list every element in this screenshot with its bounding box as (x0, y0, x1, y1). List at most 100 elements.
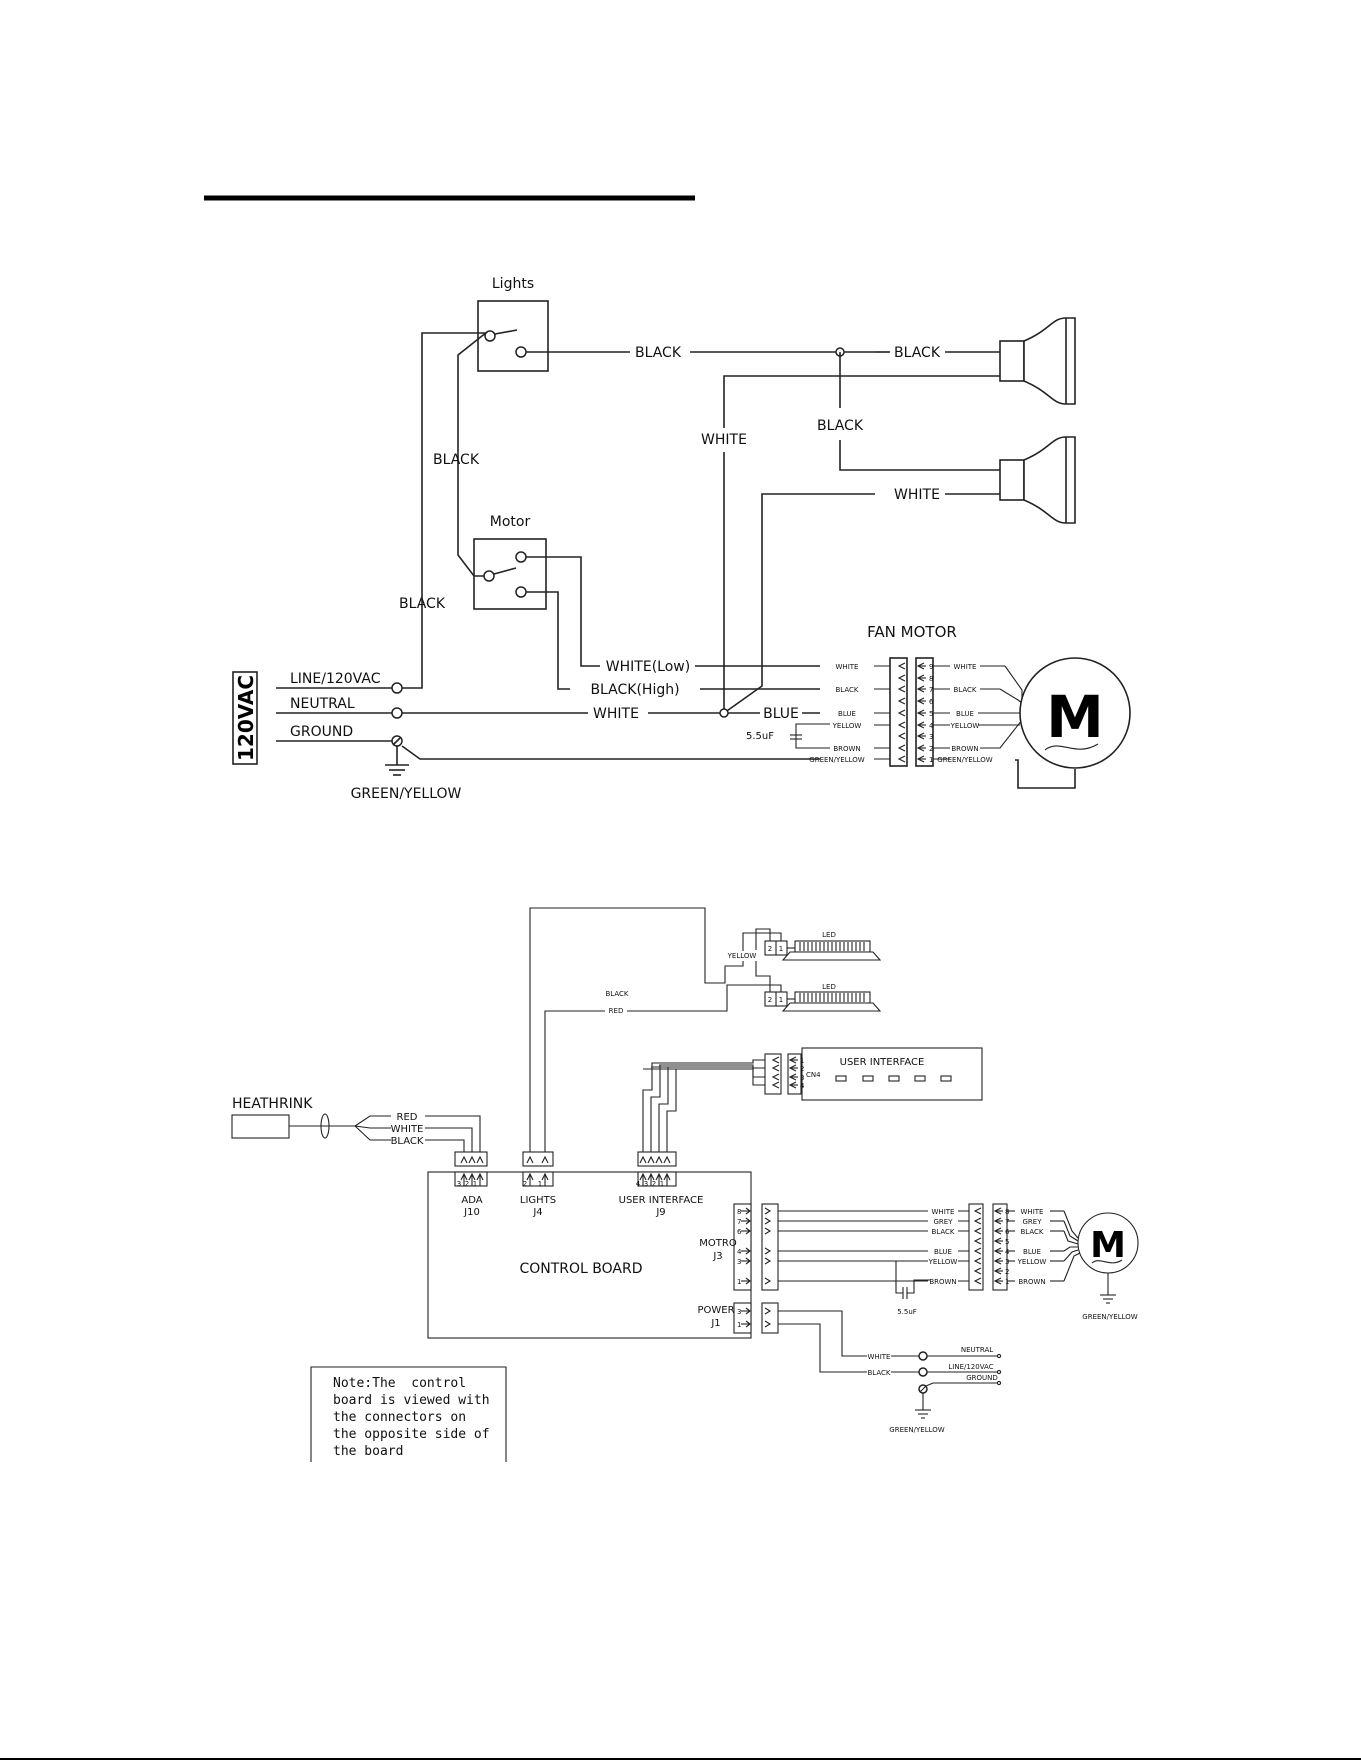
white-lamp2-label: WHITE (894, 487, 940, 503)
bm-left-wire-label: GREY (934, 1218, 954, 1226)
fan-pin-number: 8 (929, 675, 933, 683)
fan-pin-number: 5 (929, 710, 933, 718)
fan-pin-number: 3 (929, 733, 933, 741)
j3-pin-number: 3 (737, 1258, 741, 1266)
user-interface-box (801, 1047, 983, 1101)
j3-pin-arrow (745, 1217, 751, 1225)
bm-lead-3 (1063, 1230, 1079, 1245)
bm-lead-5 (1063, 1249, 1079, 1262)
bm-left-label-bg (928, 1246, 958, 1255)
neutral-junction (719, 708, 729, 718)
lights-switch-blade (494, 329, 518, 335)
led-bottom-label: LED (822, 983, 836, 991)
black-drop-wire-b (839, 440, 1000, 471)
fan-motor-plug-right (915, 657, 934, 767)
power-ground-wire-label: GREEN/YELLOW (889, 1426, 944, 1434)
fan-pin-number: 6 (929, 698, 934, 706)
note-line-5: the board (333, 1444, 403, 1459)
j1-pin-number: 3 (737, 1308, 741, 1316)
cn4-left-chevron (771, 1073, 780, 1081)
fan-right-wire-label: WHITE (954, 663, 977, 671)
bm-left-label-bg (928, 1206, 958, 1215)
motor-switch-high-terminal (515, 586, 527, 598)
ui-j9-plug (637, 1151, 677, 1167)
power-neutral-end (996, 1353, 1002, 1359)
line-terminal (391, 682, 403, 694)
bottom-wiring-diagram: 2 1 LED 2 1 LED YELLOW BLACK RED (231, 907, 1139, 1462)
note-line-1: Note:The control (333, 1376, 466, 1391)
fan-left-pin-chevron (897, 674, 906, 682)
j1-plug-chevron (764, 1307, 772, 1315)
bm-left-chevron (973, 1227, 982, 1235)
fan-left-label-bg (820, 684, 874, 693)
bottom-capacitor-label: 5.5uF (897, 1308, 917, 1316)
power-ground-end (996, 1380, 1002, 1386)
bm-lead-4 (1063, 1246, 1078, 1252)
lights-switch-output-terminal (515, 346, 527, 358)
fan-left-label-bg (820, 743, 874, 752)
bottom-motor-wave-icon (1091, 1259, 1123, 1264)
fan-right-wire-label: YELLOW (950, 722, 980, 730)
bm-right-wire-label: BLUE (1023, 1248, 1041, 1256)
white-lamp1-wire-a (723, 375, 1000, 428)
bm-pin-number: 3 (1005, 1258, 1009, 1266)
j1-pin-number: 1 (737, 1321, 741, 1329)
ada-j10-pin-chevron (468, 1155, 476, 1164)
power-neutral-label: NEUTRAL (961, 1346, 993, 1354)
power-white-label: WHITE (868, 1353, 891, 1361)
bottom-capacitor-icon (895, 1263, 930, 1299)
ui-wire-down (643, 1068, 677, 1152)
bm-left-label-bg (928, 1216, 958, 1225)
ui-j9-pin-number: 3 (644, 1180, 648, 1188)
bm-lead-2 (1063, 1220, 1079, 1242)
led-yellow-wire-b (755, 960, 771, 992)
bm-pin-number: 8 (1005, 1208, 1009, 1216)
j3-pin-number: 6 (737, 1228, 742, 1236)
ui-j9-pin-number: 1 (660, 1180, 664, 1188)
ui-wire-down (651, 1066, 669, 1152)
bm-left-label-bg (928, 1226, 958, 1235)
fan-capacitor-icon (790, 726, 802, 747)
fan-pin-number: 2 (929, 745, 933, 753)
fan-lead-white-bend (1004, 665, 1023, 700)
power-ground-icon (915, 1409, 931, 1419)
lights-switch-common-terminal (484, 330, 496, 342)
heathrink-wire-label: RED (397, 1112, 418, 1123)
ground-label: GROUND (290, 724, 353, 740)
note-line-4: the opposite side of (333, 1427, 490, 1442)
bm-left-wire-label: WHITE (932, 1208, 955, 1216)
bm-left-chevron (973, 1237, 982, 1245)
control-board-title: CONTROL BOARD (519, 1261, 642, 1277)
led-yellow-label: YELLOW (727, 952, 757, 960)
bm-pin-number: 4 (1005, 1248, 1010, 1256)
power-neutral-terminal (918, 1351, 928, 1361)
j3-pin-number: 7 (737, 1218, 741, 1226)
power-white-wire (778, 1310, 920, 1357)
bm-left-wire-label: BLACK (931, 1228, 954, 1236)
bottom-motor-ground-label: GREEN/YELLOW (1082, 1313, 1137, 1321)
black-high-wire-a (526, 591, 570, 690)
lights-j4-ref: J4 (532, 1207, 542, 1218)
lights-j4-plug (522, 1151, 554, 1167)
fan-lead-black-bend (999, 688, 1023, 704)
bm-left-wire-label: YELLOW (928, 1258, 958, 1266)
lights-j4-pin-number: 2 (523, 1180, 527, 1188)
bm-right-wire-label: BROWN (1018, 1278, 1045, 1286)
fan-right-wire-label: BLACK (953, 686, 976, 694)
fan-left-pin-chevron (897, 732, 906, 740)
bm-right-wire-label: GREY (1023, 1218, 1043, 1226)
motor-j3-plug (761, 1203, 779, 1291)
fan-left-label-bg (820, 720, 874, 729)
neutral-terminal (391, 707, 403, 719)
led-bottom-pin-2: 2 (768, 996, 772, 1004)
ada-j10-ref: J10 (463, 1207, 480, 1218)
fan-left-label-bg (820, 708, 874, 717)
j3-pin-number: 1 (737, 1278, 741, 1286)
j3-plug-chevron (764, 1277, 772, 1285)
j3-plug-chevron (764, 1207, 772, 1215)
fan-pin-number: 7 (929, 686, 933, 694)
voltage-label: 120VAC (234, 675, 258, 761)
